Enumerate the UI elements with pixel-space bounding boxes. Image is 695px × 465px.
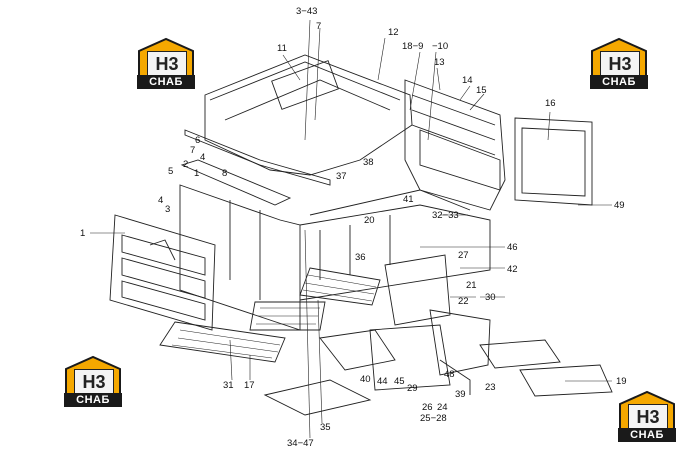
brand-logo-bottom-right: H3 СНАБ [618, 390, 676, 442]
logo-text: СНАБ [618, 428, 676, 442]
callout-label: 16 [545, 98, 556, 109]
callout-label: 8 [222, 168, 228, 179]
callout-label: 18−9 [402, 41, 424, 52]
brand-logo-bottom-left: H3 СНАБ [64, 355, 122, 407]
callout-label: 36 [355, 252, 366, 263]
brand-logo-top-left: H3 СНАБ [137, 37, 195, 89]
callout-label: 40 [360, 374, 371, 385]
callout-label: 6 [195, 135, 201, 146]
callout-label: 14 [462, 75, 473, 86]
callout-label: 48 [444, 369, 455, 380]
logo-mark: H3 [74, 369, 114, 395]
callout-label: 21 [466, 280, 477, 291]
callout-label: 39 [455, 389, 466, 400]
callout-label: 2 [183, 159, 189, 170]
callout-label: 37 [336, 171, 347, 182]
callout-label: 13 [434, 57, 445, 68]
callout-label: 12 [388, 27, 399, 38]
callout-label: 45 [394, 376, 405, 387]
callout-label: 44 [377, 376, 388, 387]
callout-label: 7 [316, 21, 322, 32]
callout-label: 23 [485, 382, 496, 393]
callout-label: −10 [432, 41, 449, 52]
logo-mark: H3 [628, 404, 668, 430]
callout-label: 1 [80, 228, 86, 239]
callout-label: 7 [190, 145, 196, 156]
callout-label: 27 [458, 250, 469, 261]
logo-text: СНАБ [590, 75, 648, 89]
callout-label: 49 [614, 200, 625, 211]
callout-label: 11 [277, 43, 287, 54]
logo-mark: H3 [147, 51, 187, 77]
callout-label: 24 [437, 402, 448, 413]
callout-label: 19 [616, 376, 627, 387]
logo-mark: H3 [600, 51, 640, 77]
callout-label: 26 [422, 402, 433, 413]
logo-text: СНАБ [137, 75, 195, 89]
callout-label: 3−43 [296, 6, 318, 17]
callout-label: 3 [165, 204, 171, 215]
callout-label: 20 [364, 215, 375, 226]
callout-label: 42 [507, 264, 518, 275]
brand-logo-top-right: H3 СНАБ [590, 37, 648, 89]
callout-label: 22 [458, 296, 469, 307]
callout-label: 35 [320, 422, 331, 433]
callout-label: 25−28 [420, 413, 447, 424]
callout-label: 29 [407, 383, 418, 394]
callout-label: 46 [507, 242, 518, 253]
callout-label: 15 [476, 85, 487, 96]
callout-label: 31 [223, 380, 234, 391]
callout-label: 38 [363, 157, 374, 168]
callout-label: 4 [200, 152, 206, 163]
callout-label: 5 [168, 166, 174, 177]
callout-label: 1 [194, 168, 200, 179]
callout-label: 30 [485, 292, 496, 303]
callout-label: 41 [403, 194, 414, 205]
callout-label: 34−47 [287, 438, 314, 449]
callout-label: 17 [244, 380, 255, 391]
logo-text: СНАБ [64, 393, 122, 407]
callout-label: 32−33 [432, 210, 459, 221]
callout-label: 4 [158, 195, 164, 206]
